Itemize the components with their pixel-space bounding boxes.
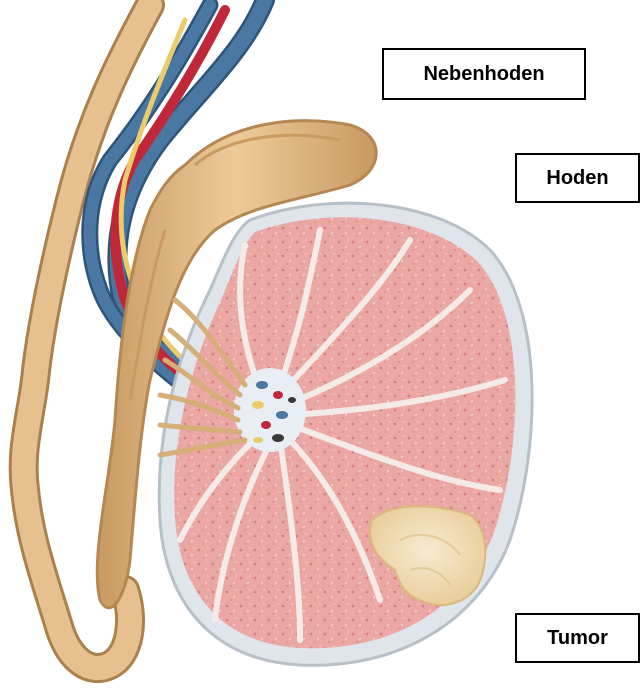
label-tumor: Tumor [515, 613, 640, 663]
label-hoden: Hoden [515, 153, 640, 203]
label-nebenhoden: Nebenhoden [382, 48, 586, 100]
testis [159, 203, 532, 665]
